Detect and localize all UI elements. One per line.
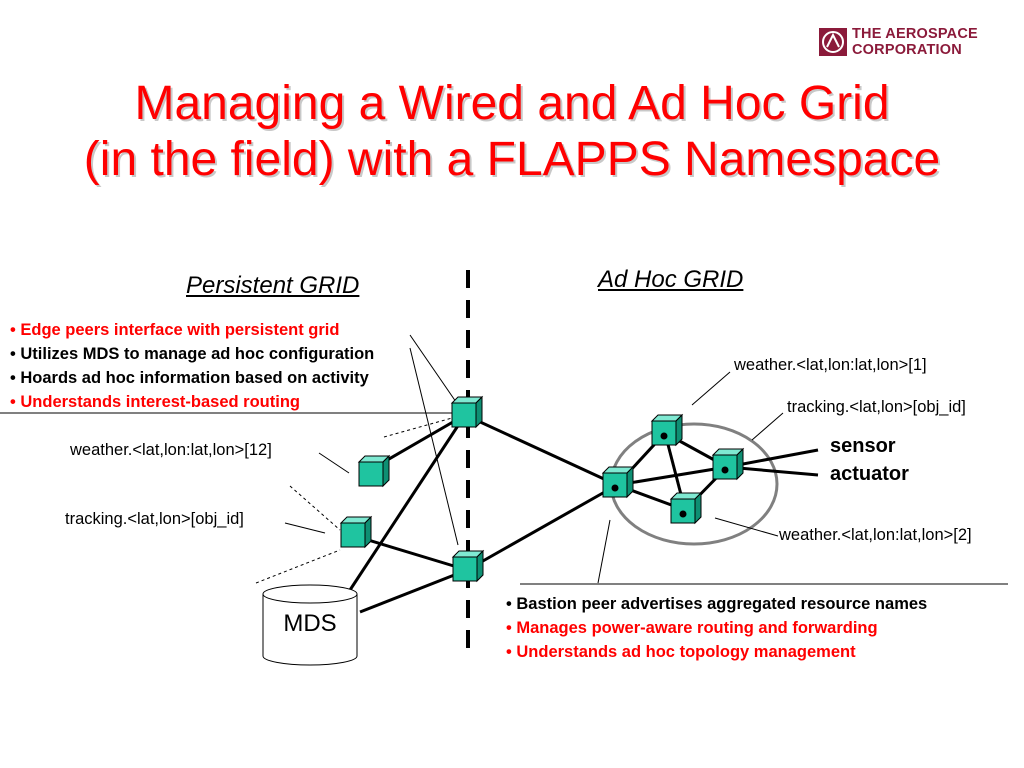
aerospace-logo: THE AEROSPACE CORPORATION bbox=[818, 25, 993, 61]
sensor-actuator-labels: sensor actuator bbox=[830, 432, 909, 488]
adhoc-bullet-2: • Manages power-aware routing and forwar… bbox=[506, 619, 878, 637]
persistent-bullet-list: • Edge peers interface with persistent g… bbox=[10, 318, 374, 414]
edge-peer-node-bottom bbox=[452, 550, 484, 582]
actuator-label: actuator bbox=[830, 463, 909, 485]
title-line1: Managing a Wired and Ad Hoc Grid bbox=[134, 77, 890, 130]
adhoc-grid-heading: Ad Hoc GRID bbox=[598, 266, 744, 293]
edge-peer-node-top bbox=[451, 396, 483, 428]
bastion-peer-node bbox=[602, 466, 634, 498]
tracking-adhoc-label: tracking.<lat,lon>[obj_id] bbox=[787, 398, 966, 416]
tracking-persistent-label: tracking.<lat,lon>[obj_id] bbox=[65, 510, 244, 528]
page-title: Managing a Wired and Ad Hoc Grid (in the… bbox=[0, 76, 1024, 188]
title-line2: (in the field) with a FLAPPS Namespace bbox=[83, 133, 941, 186]
logo-line1: THE AEROSPACE bbox=[852, 26, 978, 42]
persistent-bullet-3: • Hoards ad hoc information based on act… bbox=[10, 369, 369, 387]
mds-database-icon bbox=[262, 584, 358, 666]
persistent-grid-heading: Persistent GRID bbox=[186, 272, 360, 299]
peer-node-tracking bbox=[340, 516, 372, 548]
aerospace-logo-icon bbox=[819, 28, 847, 56]
logo-line2: CORPORATION bbox=[852, 42, 962, 58]
adhoc-node-dots bbox=[611, 432, 729, 518]
adhoc-bullet-list: • Bastion peer advertises aggregated res… bbox=[506, 592, 927, 664]
weather-12-label: weather.<lat,lon:lat,lon>[12] bbox=[70, 441, 272, 459]
persistent-bullet-4: • Understands interest-based routing bbox=[10, 393, 300, 411]
persistent-bullet-2: • Utilizes MDS to manage ad hoc configur… bbox=[10, 345, 375, 363]
adhoc-node-bottom bbox=[670, 492, 702, 524]
adhoc-node-right bbox=[712, 448, 744, 480]
adhoc-node-top bbox=[651, 414, 683, 446]
weather-2-label: weather.<lat,lon:lat,lon>[2] bbox=[779, 526, 972, 544]
persistent-bullet-1: • Edge peers interface with persistent g… bbox=[10, 321, 340, 339]
mds-label: MDS bbox=[283, 610, 337, 637]
dashed-pointer-lines bbox=[255, 417, 453, 584]
adhoc-bullet-3: • Understands ad hoc topology management bbox=[506, 643, 856, 661]
adhoc-grid-circle bbox=[609, 422, 779, 546]
sensor-label: sensor bbox=[830, 435, 896, 457]
network-links bbox=[348, 413, 819, 614]
peer-node-weather bbox=[358, 455, 390, 487]
adhoc-bullet-1: • Bastion peer advertises aggregated res… bbox=[506, 595, 928, 613]
weather-1-label: weather.<lat,lon:lat,lon>[1] bbox=[734, 356, 927, 374]
